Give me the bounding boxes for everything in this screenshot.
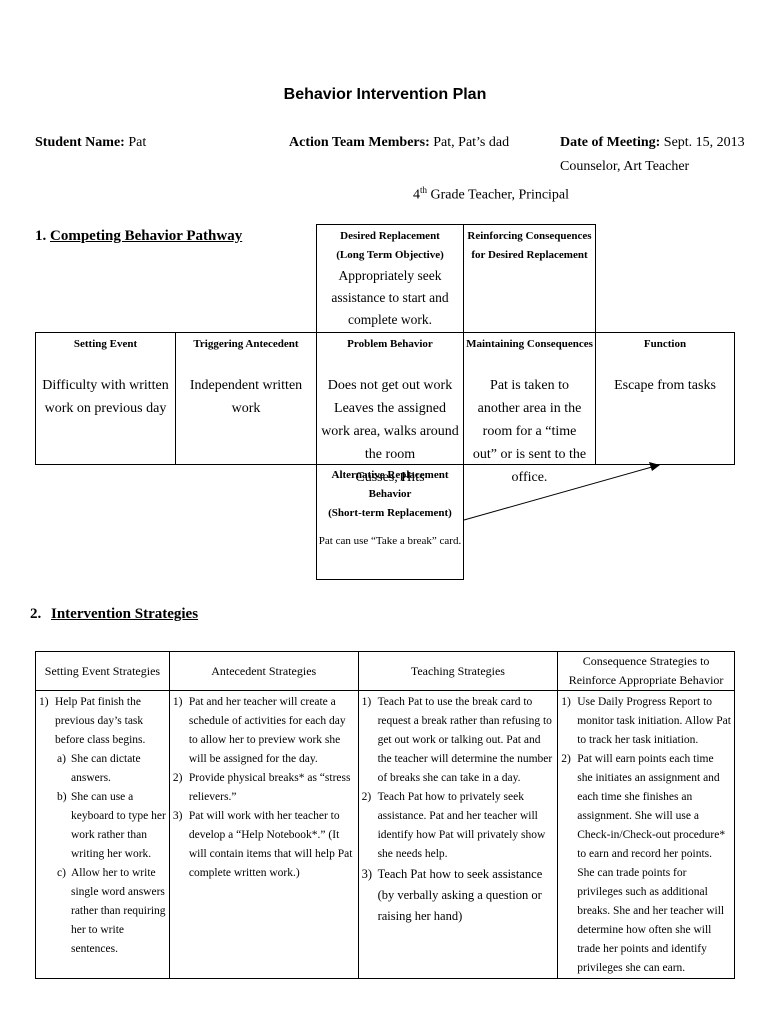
setting-event-title: Setting Event [73,338,138,350]
list-item: Help Pat finish the previous day’s task … [39,693,166,959]
function-title: Function [643,338,687,350]
section-2-title: Intervention Strategies [51,606,199,622]
alternative-replacement-box: Alternative Replacement Behavior (Short-… [316,464,464,580]
reinforcing-title-2: for Desired Replacement [471,249,588,261]
problem-body-3: Cusses, Hits [355,470,425,485]
team-line-2-rest: Grade Teacher, Principal [427,187,570,203]
student-name-label: Student Name: [35,135,125,150]
desired-title-1: Desired Replacement [340,230,440,242]
setting-event-cell: Setting Event Difficulty with written wo… [35,332,176,465]
alt-body: Pat can use “Take a break” card. [318,535,462,547]
list-item: Use Daily Progress Report to monitor tas… [561,693,731,746]
section-1-number: 1. [35,228,47,244]
header-consequence-strategies: Consequence Strategies to Reinforce Appr… [557,651,735,691]
alt-title-1: Alternative Replacement [331,469,449,481]
maintaining-consequences-cell: Maintaining Consequences Pat is taken to… [463,332,596,485]
list-item: Allow her to write single word answers r… [57,864,166,955]
strategies-body-row: Help Pat finish the previous day’s task … [35,690,735,979]
problem-body-2: Leaves the assigned work area, walks aro… [321,401,459,462]
list-item: Teach Pat how to privately seek assistan… [362,788,546,860]
maintaining-title: Maintaining Consequences [466,338,593,350]
consequence-strategies-cell: Use Daily Progress Report to monitor tas… [557,690,735,979]
triggering-antecedent-cell: Triggering Antecedent Independent writte… [175,332,317,465]
desired-replacement-box: Desired Replacement (Long Term Objective… [316,224,464,333]
team-label: Action Team Members: [289,135,430,150]
antecedent-strategies-cell: Pat and her teacher will create a schedu… [168,690,359,979]
maintaining-body: Pat is taken to another area in the room… [472,378,587,485]
section-2-heading: 2. Intervention Strategies [30,606,198,623]
header-teaching-strategies: Teaching Strategies [357,651,559,691]
reinforcing-consequences-box: Reinforcing Consequences for Desired Rep… [463,224,596,333]
problem-body: Does not get out work Leaves the assigne… [317,374,463,489]
list-item: Teach Pat to use the break card to reque… [362,693,553,784]
setting-strategy-1: Help Pat finish the previous day’s task … [55,696,146,746]
section-2-number: 2. [30,606,42,622]
meeting-value: Sept. 15, 2013 [663,135,745,150]
trigger-body: Independent written work [189,378,303,416]
teaching-strategies-cell: Teach Pat to use the break card to reque… [357,690,559,979]
list-item: She can dictate answers. [57,750,141,784]
desired-title-2: (Long Term Objective) [336,249,444,261]
problem-body-1: Does not get out work [327,378,453,393]
function-cell: Function Escape from tasks [595,332,735,465]
action-team-members: Action Team Members: Pat, Pat’s dad [289,132,509,154]
team-line-1: Pat, Pat’s dad [433,135,510,150]
team-line-2-sup: th [420,185,428,195]
team-line-2-grade: 4 [413,187,420,203]
header-antecedent-strategies: Antecedent Strategies [168,651,359,691]
setting-event-strategies-cell: Help Pat finish the previous day’s task … [35,690,170,979]
reinforcing-title-1: Reinforcing Consequences [467,230,592,242]
intervention-strategies-table: Setting Event Strategies Antecedent Stra… [35,651,735,979]
student-name: Student Name: Pat [35,132,146,154]
section-1-title: Competing Behavior Pathway [50,228,243,244]
desired-body: Appropriately seek assistance to start a… [331,268,449,327]
meeting-line-2: Counselor, Art Teacher [560,159,690,174]
trigger-title: Triggering Antecedent [193,338,299,350]
student-name-value: Pat [128,135,147,150]
list-item: She can use a keyboard to type her work … [57,788,166,860]
team-line-2: 4th Grade Teacher, Principal [413,179,569,207]
date-of-meeting: Date of Meeting: Sept. 15, 2013 [560,132,745,154]
alt-title-2: Behavior [368,488,412,500]
function-body: Escape from tasks [614,378,716,393]
section-1-heading: 1. Competing Behavior Pathway [35,228,242,245]
meeting-label: Date of Meeting: [560,135,661,150]
setting-event-body: Difficulty with written work on previous… [42,378,169,416]
list-item: Pat will earn points each time she initi… [561,750,726,974]
alt-title-3: (Short-term Replacement) [328,507,452,519]
list-item: Pat and her teacher will create a schedu… [173,693,346,765]
list-item: Provide physical breaks* as “stress reli… [173,769,351,803]
strategies-header-row: Setting Event Strategies Antecedent Stra… [35,651,735,691]
list-item: Pat will work with her teacher to develo… [173,807,353,879]
list-item: Teach Pat how to seek assistance (by ver… [362,864,543,923]
page-title: Behavior Intervention Plan [283,86,487,103]
problem-title: Problem Behavior [347,338,433,350]
header-setting-event-strategies: Setting Event Strategies [35,651,170,691]
